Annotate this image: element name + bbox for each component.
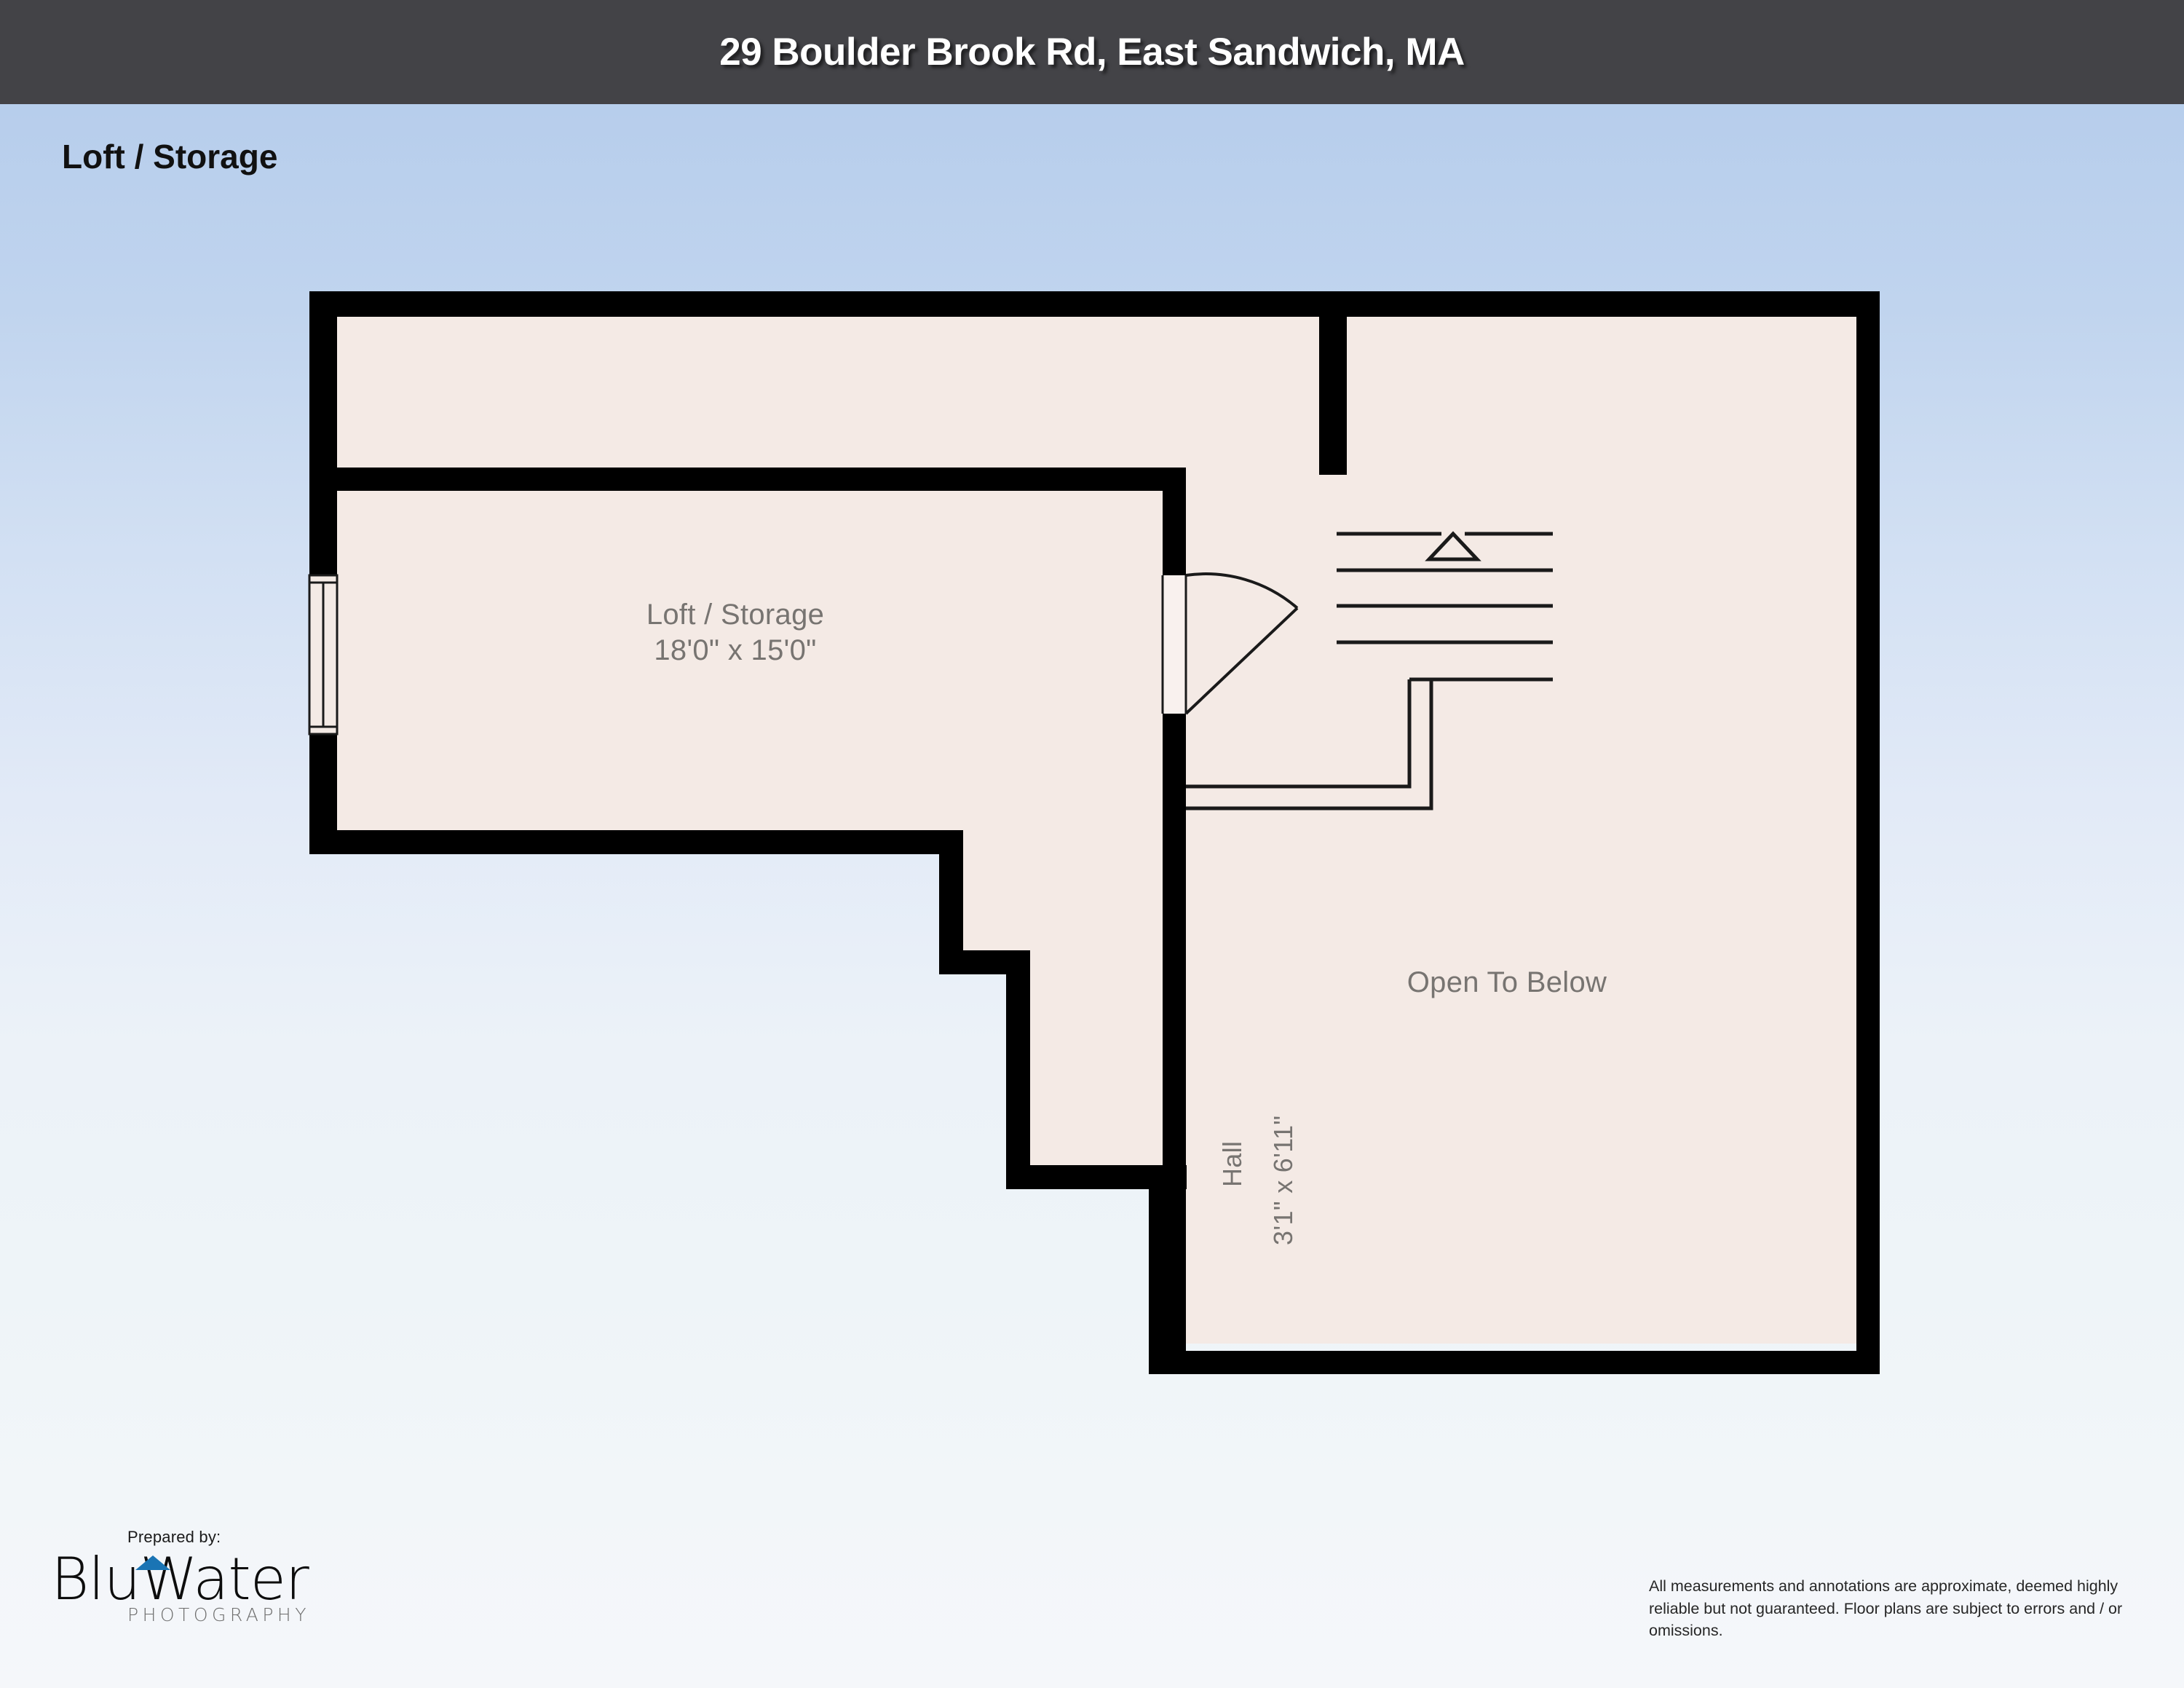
- room-label-loft-storage: Loft / Storage 18'0" x 15'0": [495, 597, 976, 669]
- prepared-by-label: Prepared by:: [127, 1528, 221, 1546]
- floor-name-heading: Loft / Storage: [62, 138, 278, 175]
- room-name-loft-storage: Loft / Storage: [646, 599, 825, 631]
- room-dimensions-hall: 3'1" x 6'11": [1268, 1115, 1298, 1245]
- title-bar: 29 Boulder Brook Rd, East Sandwich, MA: [0, 0, 2184, 104]
- bluwater-logo-wordmark: BluWater: [51, 1545, 309, 1613]
- room-dimensions-loft-storage: 18'0" x 15'0": [654, 634, 817, 666]
- bluwater-roof-icon: [135, 1555, 170, 1570]
- bluwater-logo-subtitle: PHOTOGRAPHY: [127, 1604, 310, 1625]
- room-name-open-to-below: Open To Below: [1406, 966, 1607, 998]
- room-name-hall: Hall: [1217, 1140, 1247, 1187]
- property-address-title: 29 Boulder Brook Rd, East Sandwich, MA: [719, 31, 1465, 74]
- room-label-hall: Hall 3'1" x 6'11": [1155, 510, 1403, 1245]
- measurements-disclaimer: All measurements and annotations are app…: [1649, 1577, 2123, 1640]
- room-label-open-to-below: Open To Below: [1252, 965, 1762, 1001]
